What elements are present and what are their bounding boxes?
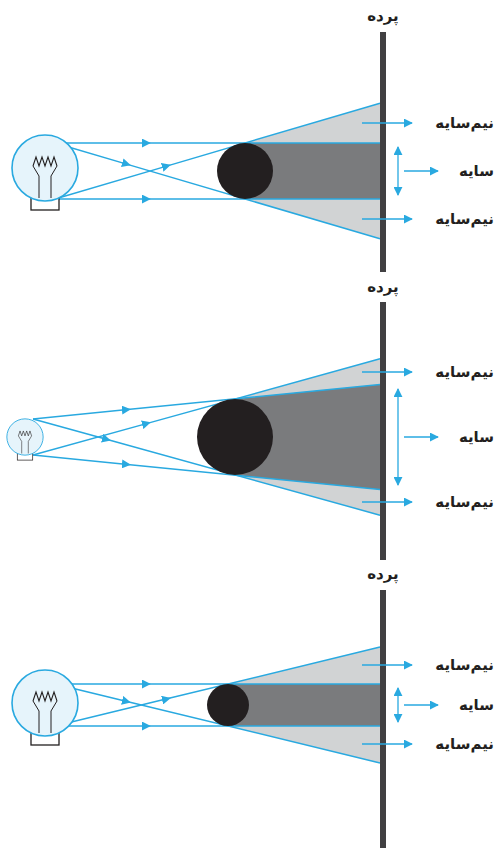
panel-top <box>12 32 438 272</box>
shadow-label: سایه <box>459 428 494 446</box>
panel-middle <box>7 302 438 560</box>
label-arrows <box>362 372 438 502</box>
opaque-sphere <box>217 143 273 199</box>
light-rays <box>55 103 380 239</box>
opaque-sphere <box>207 684 249 726</box>
penumbra-label: نیم‌سایه <box>435 363 494 381</box>
penumbra-label: نیم‌سایه <box>435 114 494 132</box>
screen <box>380 302 386 560</box>
screen-label: پرده <box>367 7 399 25</box>
light-bulb <box>12 135 78 210</box>
light-rays <box>55 647 380 763</box>
penumbra-label: نیم‌سایه <box>435 735 494 753</box>
shadow-label: سایه <box>459 696 494 714</box>
penumbra-label: نیم‌سایه <box>435 493 494 511</box>
screen-label: پرده <box>367 565 399 583</box>
screen-label: پرده <box>367 278 399 296</box>
screen <box>380 32 386 272</box>
shadow-label: سایه <box>459 162 494 180</box>
penumbra-region <box>228 647 380 763</box>
light-bulb <box>7 419 43 460</box>
penumbra-label: نیم‌سایه <box>435 656 494 674</box>
light-rays <box>33 359 380 515</box>
label-arrows <box>362 123 438 219</box>
screen <box>380 590 386 848</box>
panel-bottom <box>12 590 438 848</box>
label-arrows <box>362 665 438 744</box>
penumbra-label: نیم‌سایه <box>435 210 494 228</box>
opaque-sphere <box>197 399 273 475</box>
shadow-region <box>228 684 380 726</box>
light-bulb <box>12 670 78 745</box>
